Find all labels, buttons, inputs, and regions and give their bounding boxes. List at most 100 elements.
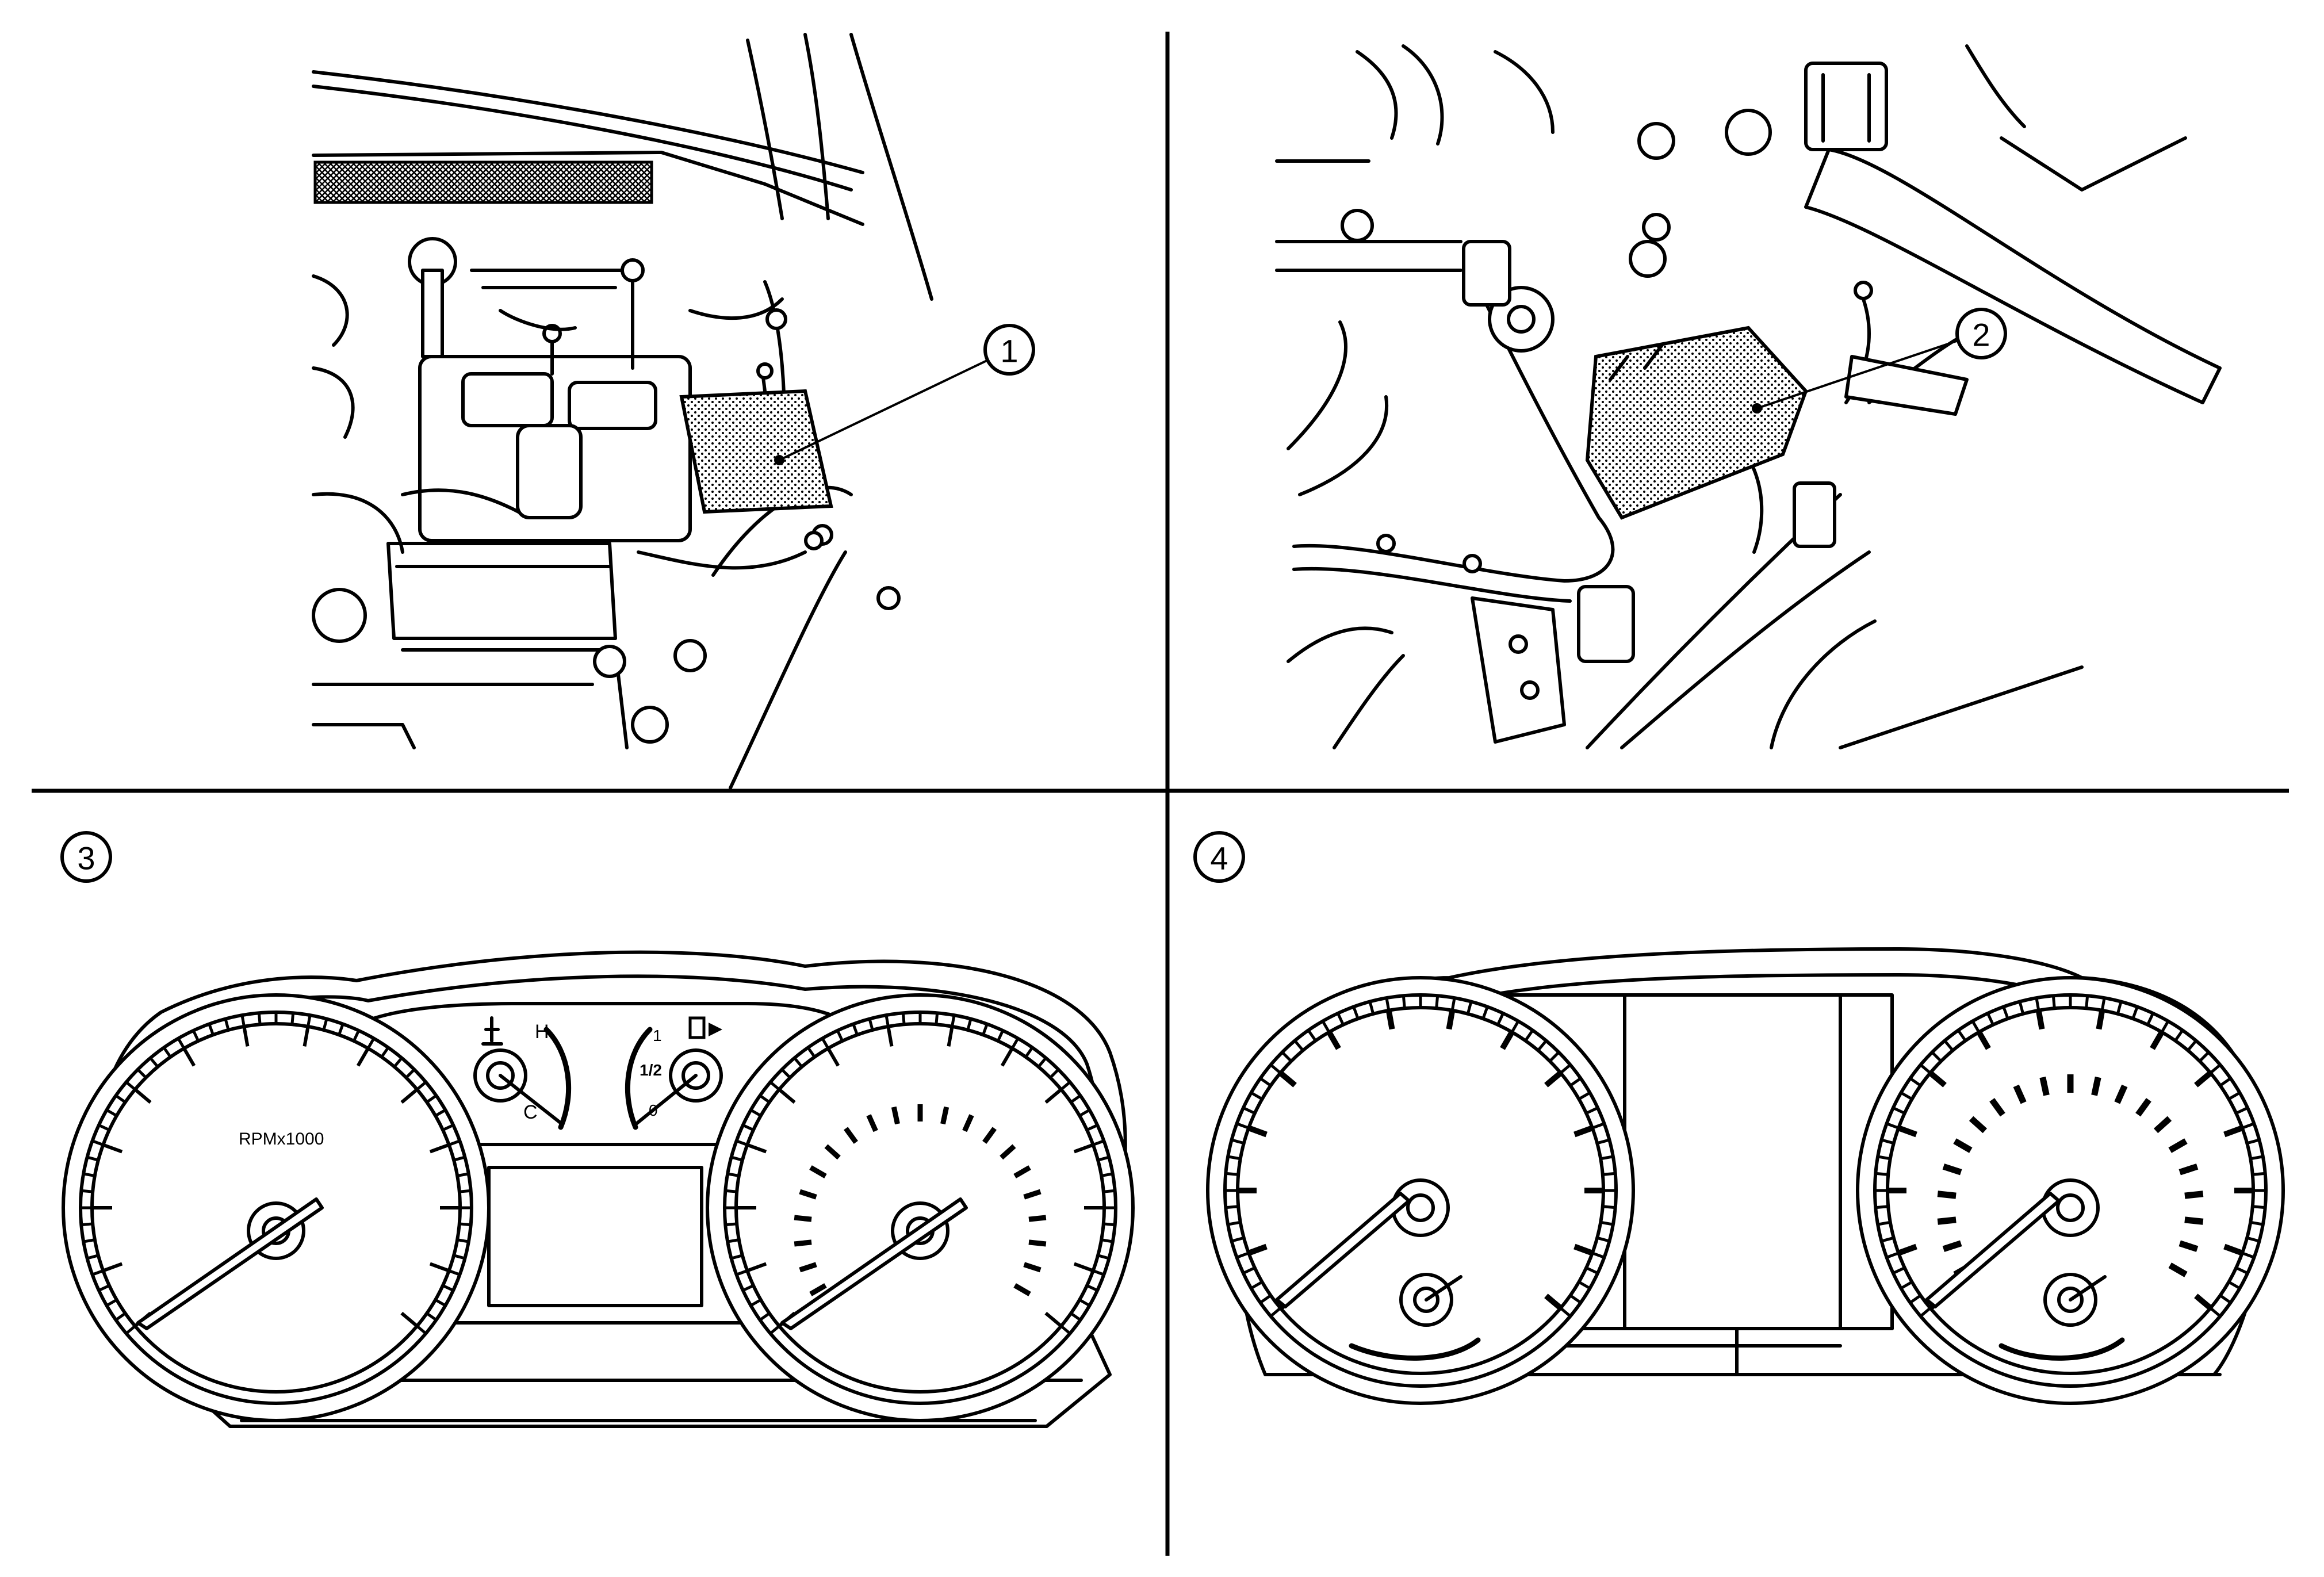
tach-minor-tick — [435, 1299, 445, 1307]
svg-text:1: 1 — [1000, 333, 1018, 369]
speed-inner-dash — [809, 1283, 827, 1296]
left-major-tick — [1247, 1125, 1268, 1138]
right-minor-tick — [2236, 1107, 2248, 1115]
left-minor-tick — [1537, 1040, 1547, 1051]
right-minor-tick — [2242, 1123, 2254, 1129]
tach-minor-tick — [224, 1019, 230, 1029]
right-inner-dash — [2168, 1262, 2188, 1277]
tach-minor-tick — [93, 1140, 103, 1146]
tach-minor-tick — [338, 1024, 344, 1035]
speed-minor-tick — [852, 1024, 859, 1035]
tach-minor-tick — [417, 1326, 426, 1334]
speed-inner-dash — [824, 1144, 841, 1160]
right-minor-tick — [1910, 1078, 1921, 1086]
tach-minor-tick — [150, 1058, 158, 1067]
speed-inner-dash — [1023, 1262, 1042, 1273]
panel-cluster-type-b: 4 — [1193, 831, 2285, 1405]
right-major-tick — [2194, 1293, 2212, 1311]
speed-minor-tick — [743, 1124, 753, 1131]
tach-minor-tick — [84, 1238, 94, 1243]
tach-minor-tick — [99, 1284, 109, 1292]
svg-text:4: 4 — [1210, 840, 1228, 876]
tach-minor-tick — [87, 1156, 98, 1162]
right-minor-tick — [2052, 997, 2056, 1008]
right-minor-tick — [1878, 1155, 1890, 1160]
right-minor-tick — [1893, 1107, 1905, 1115]
tach-minor-tick — [258, 1014, 262, 1024]
speed-minor-tick — [770, 1326, 779, 1334]
speed-minor-tick — [1079, 1299, 1089, 1307]
right-minor-tick — [1882, 1139, 1893, 1145]
left-major-tick — [1573, 1243, 1594, 1256]
left-minor-tick — [1402, 997, 1406, 1008]
speed-major-tick — [778, 1088, 796, 1104]
tach-major-tick — [102, 1143, 123, 1154]
speed-inner-dash — [799, 1189, 817, 1200]
callout-2: 2 — [1955, 308, 2007, 359]
right-minor-tick — [1932, 1052, 1942, 1062]
coolant-temp-icon — [481, 1016, 503, 1046]
right-minor-tick — [2019, 1002, 2024, 1013]
quadrant-dividers — [32, 32, 2289, 1556]
svg-text:C: C — [523, 1101, 538, 1123]
right-minor-tick — [2146, 1013, 2154, 1025]
right-minor-tick — [2187, 1040, 2197, 1051]
speed-minor-tick — [728, 1238, 738, 1243]
tach-minor-tick — [458, 1172, 468, 1177]
right-minor-tick — [1920, 1064, 1931, 1074]
tach-minor-tick — [460, 1189, 470, 1193]
right-minor-tick — [1901, 1092, 1912, 1100]
left-minor-tick — [1232, 1139, 1243, 1145]
left-major-tick — [1247, 1243, 1268, 1256]
speed-minor-tick — [1098, 1156, 1109, 1162]
svg-text:1: 1 — [653, 1027, 662, 1044]
tach-minor-tick — [163, 1047, 171, 1057]
tach-minor-tick — [126, 1326, 135, 1334]
right-minor-tick — [1910, 1295, 1921, 1303]
right-minor-tick — [1887, 1252, 1898, 1258]
left-minor-tick — [1482, 1007, 1488, 1019]
left-minor-tick — [1511, 1021, 1519, 1032]
right-inner-dash — [2178, 1240, 2199, 1252]
tach-minor-tick — [381, 1047, 389, 1057]
right-minor-tick — [2161, 1021, 2169, 1032]
speed-major-tick — [1073, 1143, 1094, 1154]
tach-minor-tick — [137, 1069, 147, 1078]
callout-3: 3 — [60, 831, 112, 883]
right-minor-tick — [1944, 1040, 1954, 1051]
left-major-tick — [1500, 1031, 1515, 1050]
left-minor-tick — [1227, 1205, 1238, 1209]
tach-major-tick — [400, 1088, 419, 1104]
left-minor-tick — [1243, 1266, 1255, 1274]
right-minor-tick — [2236, 1266, 2248, 1274]
speed-minor-tick — [737, 1269, 747, 1276]
speed-minor-tick — [743, 1284, 753, 1292]
speed-inner-dash — [1028, 1239, 1047, 1247]
tach-minor-tick — [192, 1031, 200, 1041]
right-minor-tick — [2220, 1078, 2231, 1086]
right-major-tick — [2096, 1009, 2105, 1030]
callout-4: 4 — [1193, 831, 1245, 883]
left-minor-tick — [1308, 1030, 1316, 1041]
right-inner-dash — [2091, 1076, 2101, 1096]
right-minor-tick — [1958, 1030, 1966, 1041]
speed-minor-tick — [737, 1140, 747, 1146]
left-major-tick — [1446, 1009, 1456, 1030]
right-minor-tick — [2229, 1281, 2239, 1289]
speed-minor-tick — [1038, 1058, 1047, 1067]
left-minor-tick — [1467, 1002, 1472, 1013]
tach-minor-tick — [107, 1299, 117, 1307]
speed-inner-dash — [794, 1239, 812, 1247]
left-minor-tick — [1560, 1307, 1571, 1317]
left-minor-tick — [1496, 1013, 1504, 1025]
speed-inner-dash — [1000, 1144, 1016, 1160]
tach-major-tick — [356, 1047, 370, 1067]
speed-minor-tick — [1098, 1254, 1109, 1260]
speed-major-tick — [826, 1047, 840, 1067]
speed-minor-tick — [902, 1014, 906, 1024]
speed-inner-dash — [794, 1215, 812, 1222]
tach-minor-tick — [290, 1014, 294, 1024]
right-minor-tick — [2101, 998, 2106, 1010]
right-minor-tick — [2242, 1252, 2254, 1258]
tach-major-tick — [429, 1143, 450, 1154]
